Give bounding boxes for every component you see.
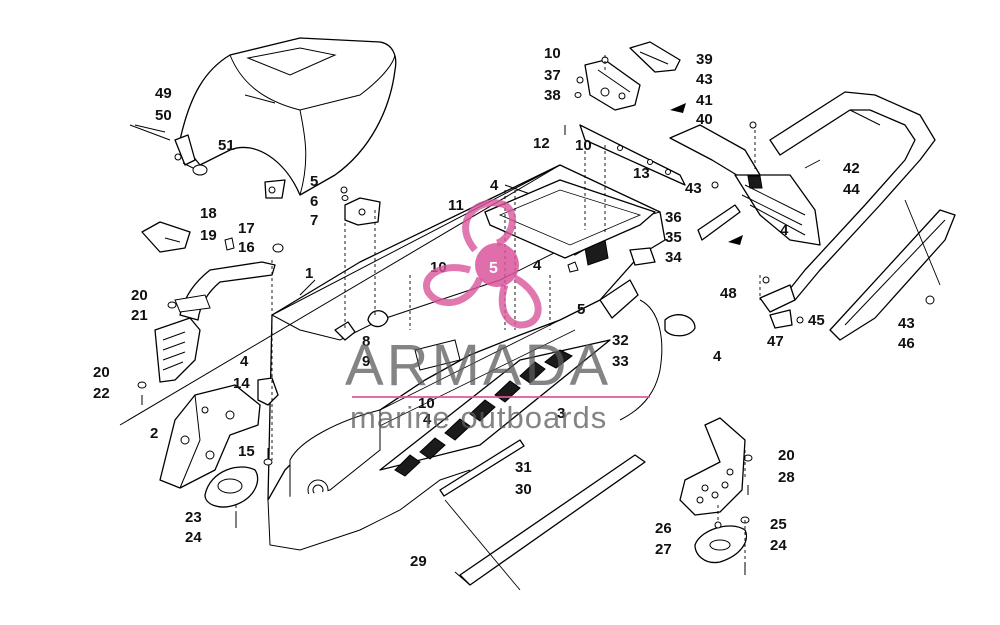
- callout-46: 46: [898, 335, 915, 352]
- callout-12: 12: [533, 135, 550, 152]
- callout-11: 11: [448, 197, 464, 214]
- watermark-tagline: marine outboards: [350, 400, 607, 435]
- callout-10: 10: [418, 395, 435, 412]
- callout-9: 9: [362, 353, 370, 370]
- callout-36: 36: [665, 209, 682, 226]
- watermark-logo: 5: [423, 199, 542, 329]
- callout-50: 50: [155, 107, 172, 124]
- callout-27: 27: [655, 541, 672, 558]
- callout-18: 18: [200, 205, 217, 222]
- callout-23: 23: [185, 509, 202, 526]
- callout-26: 26: [655, 520, 672, 537]
- tail-light-part: [629, 41, 681, 73]
- callout-5: 5: [310, 173, 318, 190]
- callout-4: 4: [423, 411, 432, 428]
- direction-arrows: [670, 103, 743, 245]
- callout-4: 4: [713, 348, 722, 365]
- callout-40: 40: [696, 111, 713, 128]
- front-grab-bar-part: [174, 261, 276, 321]
- rear-footrest-part: [679, 417, 746, 516]
- callout-13: 13: [633, 165, 650, 182]
- callout-labels: 1 2 3 4 4 4 4 4 4 5 5 6 7 8 9 10 10 10 1…: [93, 45, 915, 570]
- callout-10: 10: [544, 45, 561, 62]
- rear-toe-stop-part: [694, 525, 747, 564]
- callout-16: 16: [238, 239, 255, 256]
- rear-rail-part: [579, 124, 686, 186]
- callout-22: 22: [93, 385, 110, 402]
- callout-41: 41: [696, 92, 713, 109]
- callout-4: 4: [533, 257, 542, 274]
- callout-20: 20: [131, 287, 148, 304]
- small-plate-part: [141, 221, 191, 253]
- callout-20: 20: [93, 364, 110, 381]
- callout-8: 8: [362, 333, 370, 350]
- front-footrest-bracket-part: [159, 384, 261, 489]
- callout-39: 39: [696, 51, 713, 68]
- leader-lines: [119, 55, 941, 591]
- callout-25: 25: [770, 516, 787, 533]
- toe-stop-part: [204, 466, 259, 508]
- callout-3: 3: [557, 405, 565, 422]
- callout-43: 43: [685, 180, 702, 197]
- tunnel-vent-slots: [379, 239, 611, 477]
- callout-6: 6: [310, 193, 318, 210]
- rear-trim-part: [829, 209, 956, 341]
- watermark-brand: ARMADA: [345, 333, 611, 398]
- callout-38: 38: [544, 87, 561, 104]
- watermark-logo-number: 5: [489, 260, 498, 277]
- callout-1: 1: [305, 265, 313, 282]
- callout-44: 44: [843, 181, 860, 198]
- seat-part: [174, 37, 397, 199]
- fastener-set: [134, 56, 935, 575]
- side-cover-part: [154, 317, 201, 383]
- callout-42: 42: [843, 160, 860, 177]
- callout-7: 7: [310, 212, 318, 229]
- callout-14: 14: [233, 375, 250, 392]
- mount-bracket-part: [257, 377, 279, 406]
- callout-5: 5: [577, 301, 585, 318]
- callout-49: 49: [155, 85, 172, 102]
- callout-29: 29: [410, 553, 427, 570]
- callout-45: 45: [808, 312, 825, 329]
- callout-32: 32: [612, 332, 629, 349]
- callout-28: 28: [778, 469, 795, 486]
- callout-21: 21: [131, 307, 148, 324]
- callout-4: 4: [490, 177, 499, 194]
- callout-31: 31: [515, 459, 532, 476]
- seat-fastener-part: [129, 124, 208, 176]
- callout-15: 15: [238, 443, 255, 460]
- rail-strip-part: [697, 204, 741, 241]
- callout-17: 17: [238, 220, 255, 237]
- callout-47: 47: [767, 333, 784, 350]
- callout-35: 35: [665, 229, 682, 246]
- callout-48: 48: [720, 285, 737, 302]
- rod-part: [439, 439, 646, 586]
- callout-30: 30: [515, 481, 532, 498]
- callout-24: 24: [770, 537, 787, 554]
- callout-43: 43: [898, 315, 915, 332]
- callout-37: 37: [544, 67, 561, 84]
- callout-4: 4: [780, 222, 789, 239]
- callout-20: 20: [778, 447, 795, 464]
- rear-plate-part: [484, 179, 656, 259]
- strap-part: [599, 247, 696, 421]
- callout-4: 4: [240, 353, 249, 370]
- callout-19: 19: [200, 227, 217, 244]
- snow-flap-part: [734, 174, 821, 246]
- callout-24: 24: [185, 529, 202, 546]
- callout-2: 2: [150, 425, 158, 442]
- bumper-bracket-part: [759, 284, 796, 329]
- callout-34: 34: [665, 249, 682, 266]
- rear-bumper-mount-part: [669, 124, 761, 181]
- grommet-part: [334, 310, 389, 341]
- callout-33: 33: [612, 353, 629, 370]
- hitch-bracket-part: [584, 59, 641, 111]
- callout-10: 10: [575, 137, 592, 154]
- callout-51: 51: [218, 137, 235, 154]
- callout-43: 43: [696, 71, 713, 88]
